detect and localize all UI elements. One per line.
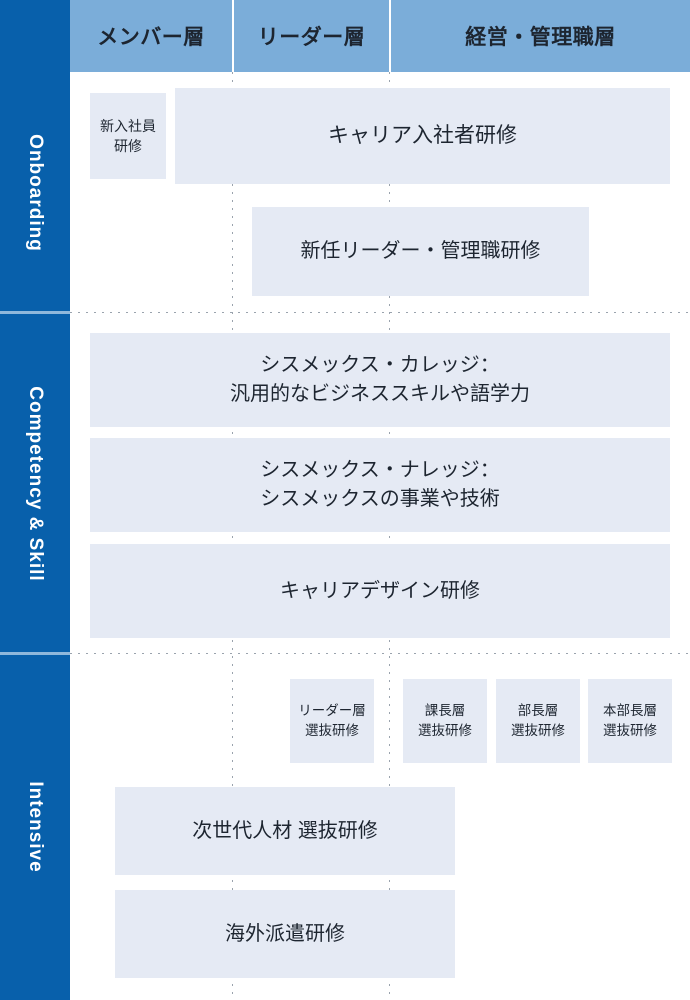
rail-separator-1 [0, 311, 70, 314]
program-box-department-manager-selection-training[interactable]: 部長層 選抜研修 [496, 679, 580, 763]
column-header-management: 経営・管理職層 [465, 26, 616, 49]
section-separator-2 [70, 653, 690, 654]
program-label: 新入社員 研修 [100, 117, 156, 154]
program-box-overseas-assignment-training[interactable]: 海外派遣研修 [115, 890, 455, 978]
program-label: 新任リーダー・管理職研修 [300, 240, 541, 262]
program-box-new-graduate-training[interactable]: 新入社員 研修 [90, 93, 166, 179]
program-label: 本部長層 選抜研修 [603, 703, 657, 738]
program-box-sysmex-college[interactable]: シスメックス・カレッジ： 汎用的なビジネススキルや語学力 [90, 333, 670, 427]
column-header-member: メンバー層 [97, 26, 205, 49]
header-corner-wedge [0, 0, 70, 72]
section-rail-competency-skill: Competency & Skill [0, 313, 70, 654]
header-divider-2 [389, 0, 391, 72]
section-rail-label: Competency & Skill [25, 385, 46, 582]
column-guide-2 [389, 72, 390, 1000]
program-box-section-manager-selection-training[interactable]: 課長層 選抜研修 [403, 679, 487, 763]
header-band [70, 0, 690, 72]
program-box-sysmex-knowledge[interactable]: シスメックス・ナレッジ： シスメックスの事業や技術 [90, 438, 670, 532]
section-rail-intensive: Intensive [0, 654, 70, 1000]
program-label: 海外派遣研修 [225, 922, 345, 945]
section-rail-onboarding: Onboarding [0, 72, 70, 313]
section-rail-label: Onboarding [25, 133, 46, 252]
section-separator-1 [70, 312, 690, 313]
program-box-new-leader-manager-training[interactable]: 新任リーダー・管理職研修 [252, 207, 589, 296]
program-label: シスメックス・ナレッジ： シスメックスの事業や技術 [260, 459, 500, 510]
program-box-leader-selection-training[interactable]: リーダー層 選抜研修 [290, 679, 374, 763]
program-label: リーダー層 選抜研修 [298, 703, 366, 738]
header-divider-1 [232, 0, 234, 72]
program-label: キャリアデザイン研修 [280, 579, 480, 602]
program-box-career-hire-training[interactable]: キャリア入社者研修 [175, 88, 670, 184]
program-box-division-manager-selection-training[interactable]: 本部長層 選抜研修 [588, 679, 672, 763]
program-label: 次世代人材 選抜研修 [192, 819, 378, 842]
rail-separator-2 [0, 652, 70, 655]
program-label: 課長層 選抜研修 [418, 703, 472, 738]
program-box-career-design-training[interactable]: キャリアデザイン研修 [90, 544, 670, 638]
column-guide-1 [232, 72, 233, 1000]
program-box-next-generation-talent-selection-training[interactable]: 次世代人材 選抜研修 [115, 787, 455, 875]
program-label: キャリア入社者研修 [328, 123, 517, 147]
program-label: 部長層 選抜研修 [511, 703, 565, 738]
section-rail-label: Intensive [25, 781, 46, 873]
program-label: シスメックス・カレッジ： 汎用的なビジネススキルや語学力 [230, 354, 530, 405]
column-header-leader: リーダー層 [257, 26, 366, 49]
